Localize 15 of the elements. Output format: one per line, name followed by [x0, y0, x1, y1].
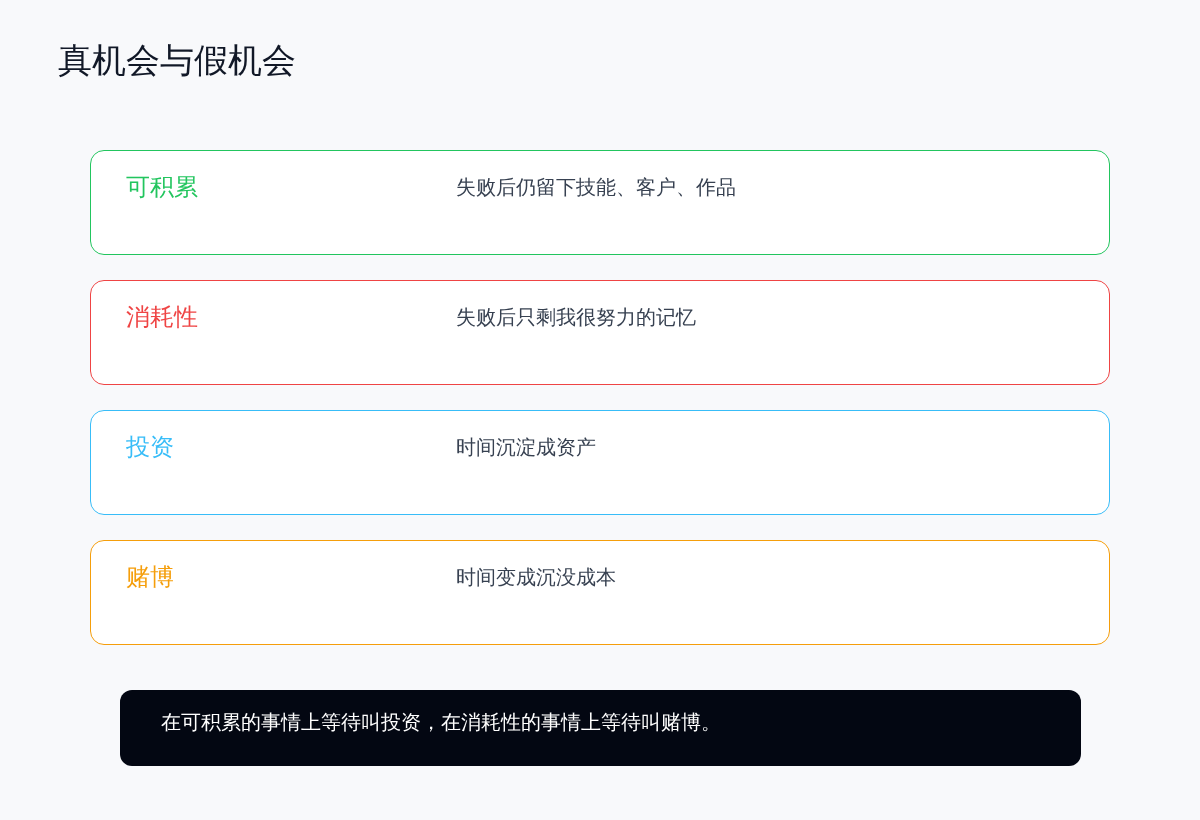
note-panel — [120, 690, 1081, 766]
category-card — [90, 280, 1110, 385]
category-card — [90, 540, 1110, 645]
card-heading: 消耗性 — [126, 302, 198, 333]
category-card — [90, 150, 1110, 255]
card-description: 失败后只剩我很努力的记忆 — [456, 304, 696, 331]
category-card — [90, 410, 1110, 515]
card-heading: 赌博 — [126, 562, 174, 593]
card-description: 失败后仍留下技能、客户、作品 — [456, 174, 736, 201]
page-title: 真机会与假机会 — [58, 39, 296, 82]
note-text: 在可积累的事情上等待叫投资，在消耗性的事情上等待叫赌博。 — [161, 709, 721, 736]
card-heading: 可积累 — [126, 172, 198, 203]
card-description: 时间变成沉没成本 — [456, 564, 616, 591]
card-description: 时间沉淀成资产 — [456, 434, 596, 461]
card-heading: 投资 — [126, 432, 174, 463]
